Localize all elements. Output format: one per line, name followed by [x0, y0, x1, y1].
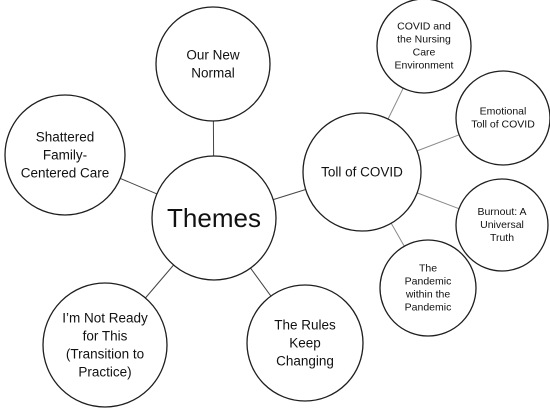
- subtheme-node-covid-nursing-care-environment-label-line: COVID and: [397, 21, 451, 33]
- theme-node-toll-of-covid-circle: [302, 112, 422, 232]
- theme-node-shattered-family-centered-care-label-line: Centered Care: [21, 166, 110, 181]
- theme-node-rules-keep-changing-circle: [246, 284, 364, 402]
- edge-themes-to-rules-keep-changing: [250, 267, 272, 297]
- subtheme-node-emotional-toll-of-covid-label-line: Emotional: [480, 106, 527, 118]
- subtheme-node-emotional-toll-of-covid-circle: [455, 70, 550, 166]
- edge-toll-to-emotional-toll-of-covid: [416, 134, 460, 152]
- edge-themes-to-toll-of-covid: [273, 189, 306, 201]
- theme-node-rules-keep-changing-label-line: Keep: [289, 336, 321, 351]
- subtheme-node-burnout-universal-truth-label-line: Universal: [480, 219, 524, 231]
- subtheme-node-covid-nursing-care-environment-label-line: the Nursing: [397, 34, 451, 46]
- theme-node-rules-keep-changing-label-line: Changing: [276, 354, 334, 369]
- subtheme-node-burnout-universal-truth-circle: [455, 178, 549, 272]
- theme-node-not-ready-for-this-label-line: I’m Not Ready: [62, 311, 148, 326]
- edge-toll-to-covid-nursing-care-environment: [387, 87, 404, 120]
- theme-node-shattered-family-centered-care-label-line: Shattered: [36, 130, 95, 145]
- theme-node-toll-of-covid: Toll of COVID: [302, 112, 422, 232]
- subtheme-node-covid-nursing-care-environment-label-line: Care: [413, 47, 436, 59]
- theme-node-our-new-normal-label-line: Our New: [186, 48, 240, 63]
- edge-themes-to-not-ready-for-this: [145, 264, 174, 299]
- theme-node-not-ready-for-this-label-line: for This: [83, 329, 128, 344]
- theme-node-not-ready-for-this: I’m Not Ready for This (Transition to Pract…: [42, 282, 168, 408]
- center-node-themes-circle: [151, 155, 277, 281]
- subtheme-node-pandemic-within-pandemic-label-line: within the: [405, 289, 451, 301]
- edge-toll-to-burnout-universal-truth: [417, 192, 460, 210]
- subtheme-node-pandemic-within-pandemic-label-line: Pandemic: [405, 276, 452, 288]
- subtheme-node-pandemic-within-pandemic-label-line: The: [419, 263, 437, 275]
- theme-node-our-new-normal-label-line: Normal: [191, 66, 235, 81]
- edge-toll-to-pandemic-within-pandemic: [390, 223, 405, 247]
- theme-node-not-ready-for-this-circle: [42, 282, 168, 408]
- subtheme-node-covid-nursing-care-environment-label-line: Environment: [395, 60, 454, 72]
- subtheme-node-pandemic-within-pandemic-label-line: Pandemic: [405, 302, 452, 314]
- subtheme-node-covid-nursing-care-environment-circle: [376, 0, 472, 94]
- subtheme-node-burnout-universal-truth-label-line: Truth: [490, 232, 514, 244]
- theme-node-toll-of-covid-label-line: Toll of COVID: [321, 165, 403, 180]
- edge-themes-to-shattered-family-centered-care: [120, 177, 158, 195]
- theme-node-rules-keep-changing-label-line: The Rules: [274, 318, 336, 333]
- theme-node-shattered-family-centered-care-circle: [4, 94, 126, 216]
- subtheme-node-pandemic-within-pandemic-circle: [379, 239, 477, 337]
- subtheme-node-burnout-universal-truth-label-line: Burnout: A: [477, 206, 526, 218]
- theme-node-our-new-normal-circle: [155, 6, 271, 122]
- center-node-themes-label-line: Themes: [167, 203, 261, 233]
- center-node-themes: Themes: [151, 155, 277, 281]
- connector-lines: [120, 87, 460, 299]
- subtheme-node-emotional-toll-of-covid-label-line: Toll of COVID: [471, 119, 535, 131]
- theme-node-shattered-family-centered-care-label-line: Family-: [43, 148, 87, 163]
- theme-node-not-ready-for-this-label-line: Practice): [78, 365, 131, 380]
- theme-node-not-ready-for-this-label-line: (Transition to: [66, 347, 144, 362]
